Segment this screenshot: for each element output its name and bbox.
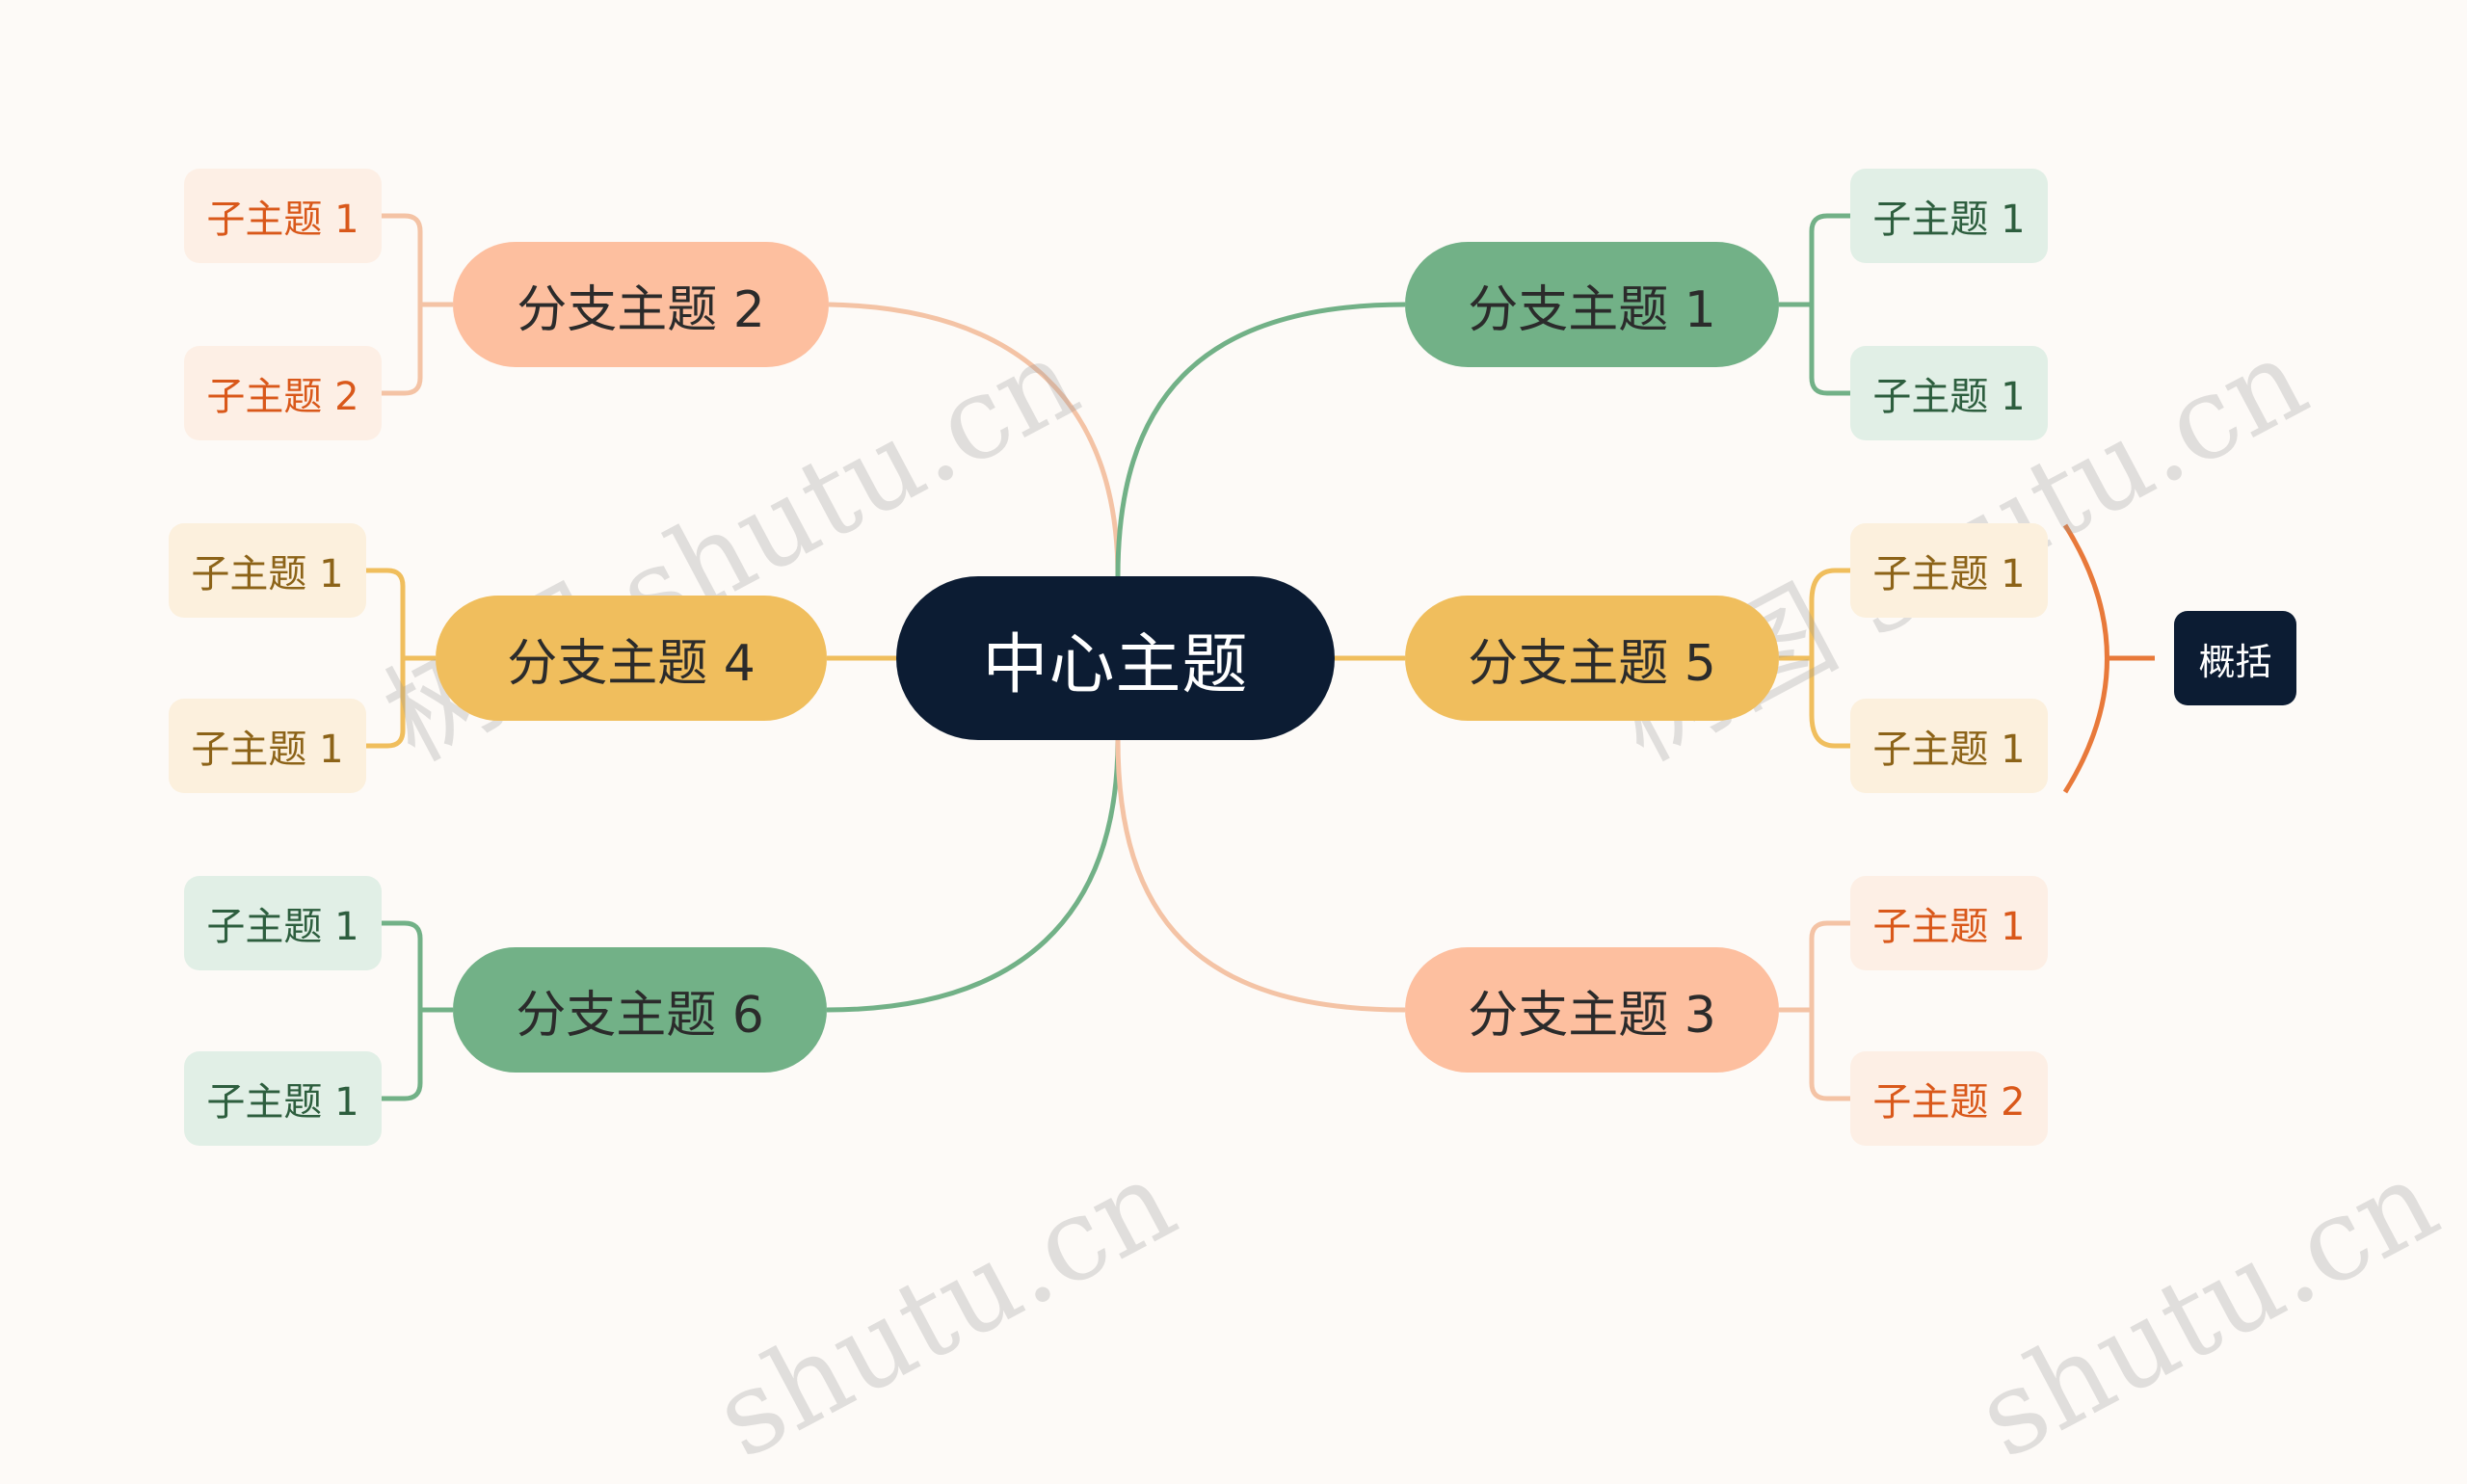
connector-center-b6 <box>826 739 1121 1013</box>
subtopic[interactable]: 子主题 1 <box>1850 346 2048 440</box>
subtopic[interactable]: 子主题 1 <box>1850 169 2048 263</box>
connector-b4-subs <box>366 568 436 749</box>
connector-b3-subs <box>1779 920 1850 1101</box>
mindmap-connectors <box>366 213 2155 1101</box>
subtopic[interactable]: 子主题 2 <box>1850 1051 2048 1146</box>
connector-b5-subs <box>1779 568 1850 749</box>
connector-center-b3 <box>1115 739 1406 1013</box>
connector-center-b2 <box>828 302 1121 577</box>
summary-topic[interactable]: 概括 <box>2174 611 2296 705</box>
subtopic[interactable]: 子主题 1 <box>184 169 382 263</box>
branch-topic-3[interactable]: 分支主题 3 <box>1405 947 1779 1073</box>
branch-topic-1[interactable]: 分支主题 1 <box>1405 242 1779 367</box>
connector-b2-subs <box>382 213 453 396</box>
connector-center-b1 <box>1115 302 1406 577</box>
summary-bracket <box>2062 523 2109 794</box>
subtopic[interactable]: 子主题 1 <box>184 1051 382 1146</box>
central-topic[interactable]: 中心主题 <box>896 576 1335 740</box>
subtopic[interactable]: 子主题 1 <box>1850 699 2048 793</box>
branch-topic-5[interactable]: 分支主题 5 <box>1405 596 1779 721</box>
subtopic[interactable]: 子主题 1 <box>1850 523 2048 618</box>
subtopic[interactable]: 子主题 1 <box>169 523 366 618</box>
branch-topic-2[interactable]: 分支主题 2 <box>453 242 829 367</box>
subtopic[interactable]: 子主题 2 <box>184 346 382 440</box>
subtopic[interactable]: 子主题 1 <box>184 876 382 970</box>
branch-topic-4[interactable]: 分支主题 4 <box>436 596 827 721</box>
connector-b1-subs <box>1779 213 1850 396</box>
subtopic[interactable]: 子主题 1 <box>169 699 366 793</box>
connector-b6-subs <box>382 920 453 1101</box>
branch-topic-6[interactable]: 分支主题 6 <box>453 947 827 1073</box>
subtopic[interactable]: 子主题 1 <box>1850 876 2048 970</box>
